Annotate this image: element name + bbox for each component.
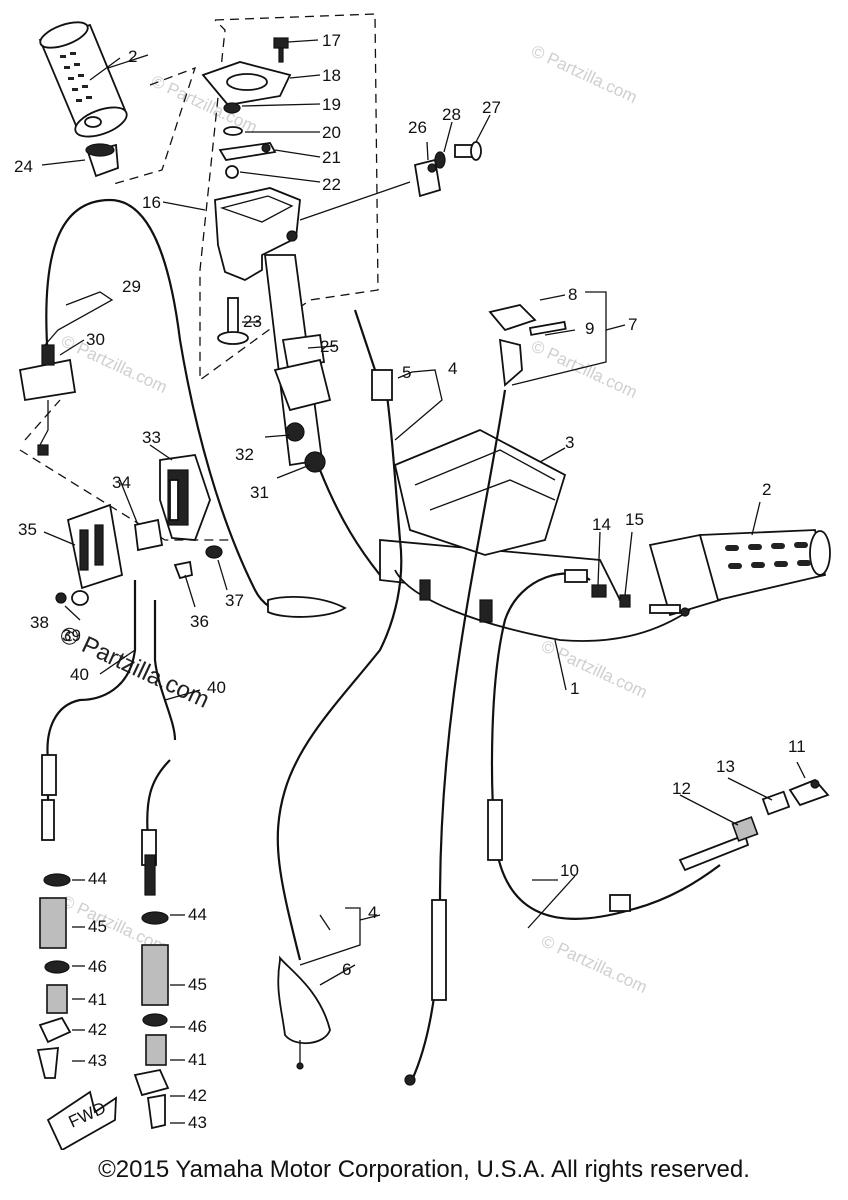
forward-arrow: FWD xyxy=(46,1090,117,1150)
spring-stack-right xyxy=(133,911,170,1130)
callout: 42 xyxy=(188,1086,207,1105)
callout: 15 xyxy=(625,510,644,529)
callout: 18 xyxy=(322,66,341,85)
brake-cable xyxy=(487,569,830,920)
callout: 12 xyxy=(672,779,691,798)
choke-cable-upper xyxy=(18,198,341,618)
callout: 1 xyxy=(570,679,579,698)
callout: 43 xyxy=(188,1113,207,1132)
callout: 40 xyxy=(70,665,89,684)
throttle-housing-small-parts xyxy=(201,37,292,179)
choke-lever-assembly xyxy=(55,454,223,606)
handlebar xyxy=(379,539,691,642)
callout: 31 xyxy=(250,483,269,502)
callout: 17 xyxy=(322,31,341,50)
leader-lines xyxy=(41,39,806,986)
callout: 34 xyxy=(112,473,131,492)
callout: 11 xyxy=(788,737,806,756)
callout: 2 xyxy=(128,47,137,66)
watermark: © Partzilla.com xyxy=(538,636,650,702)
callout: 43 xyxy=(88,1051,107,1070)
spring-stack-left xyxy=(36,873,72,1079)
throttle-housing xyxy=(214,187,301,281)
right-grip-assembly xyxy=(591,529,831,617)
callout: 45 xyxy=(188,975,207,994)
callout: 41 xyxy=(88,990,107,1009)
callout: 39 xyxy=(62,626,81,645)
choke-cables-lower xyxy=(41,580,177,896)
callout: 44 xyxy=(88,869,107,888)
callout: 30 xyxy=(86,330,105,349)
callout: 23 xyxy=(243,312,262,331)
callout: 4 xyxy=(448,359,457,378)
callout: 35 xyxy=(18,520,37,539)
parts-diagram: © Partzilla.com © Partzilla.com © Partzi… xyxy=(14,13,831,1150)
callout: 33 xyxy=(142,428,161,447)
callout: 16 xyxy=(142,193,161,212)
callout: 22 xyxy=(322,175,341,194)
callout: 29 xyxy=(122,277,141,296)
callout: 25 xyxy=(320,337,339,356)
speedometer-cable xyxy=(404,304,567,1086)
callout: 3 xyxy=(565,433,574,452)
grip-end-cap xyxy=(85,143,119,178)
callout: 42 xyxy=(88,1020,107,1039)
callout: 45 xyxy=(88,917,107,936)
callout: 9 xyxy=(585,319,594,338)
callout: 44 xyxy=(188,905,207,924)
watermark: © Partzilla.com xyxy=(528,336,640,402)
callout: 10 xyxy=(560,861,579,880)
callout: 4 xyxy=(368,903,377,922)
handlebar-cover xyxy=(393,429,567,556)
callout: 8 xyxy=(568,285,577,304)
callout: 5 xyxy=(402,363,411,382)
callout: 40 xyxy=(207,678,226,697)
stack-leaders xyxy=(72,879,185,1124)
callout: 41 xyxy=(188,1050,207,1069)
callout: 32 xyxy=(235,445,254,464)
callout: 26 xyxy=(408,118,427,137)
callout: 20 xyxy=(322,123,341,142)
callout: 28 xyxy=(442,105,461,124)
copyright-notice: ©2015 Yamaha Motor Corporation, U.S.A. A… xyxy=(98,1156,750,1183)
callout: 36 xyxy=(190,612,209,631)
callout: 19 xyxy=(322,95,341,114)
clutch-cable xyxy=(267,422,381,618)
callout: 46 xyxy=(88,957,107,976)
throttle-cable xyxy=(276,309,403,1070)
housing-screw xyxy=(217,297,249,345)
left-grip xyxy=(38,21,128,138)
callout: 27 xyxy=(482,98,501,117)
throttle-stop-parts xyxy=(413,141,482,198)
watermark: © Partzilla.com xyxy=(528,41,640,107)
callout: 37 xyxy=(225,591,244,610)
watermark: © Partzilla.com xyxy=(538,931,650,997)
callout: 21 xyxy=(322,148,341,167)
callout: 6 xyxy=(342,960,351,979)
callout-labels: 2 24 17 18 19 20 21 22 16 26 28 27 29 30… xyxy=(14,31,806,1132)
callout: 14 xyxy=(592,515,611,534)
callout: 46 xyxy=(188,1017,207,1036)
callout: 2 xyxy=(762,480,771,499)
handlebar-right-tube xyxy=(263,254,332,467)
callout: 13 xyxy=(716,757,735,776)
callout: 38 xyxy=(30,613,49,632)
callout: 24 xyxy=(14,157,33,176)
callout: 7 xyxy=(628,315,637,334)
